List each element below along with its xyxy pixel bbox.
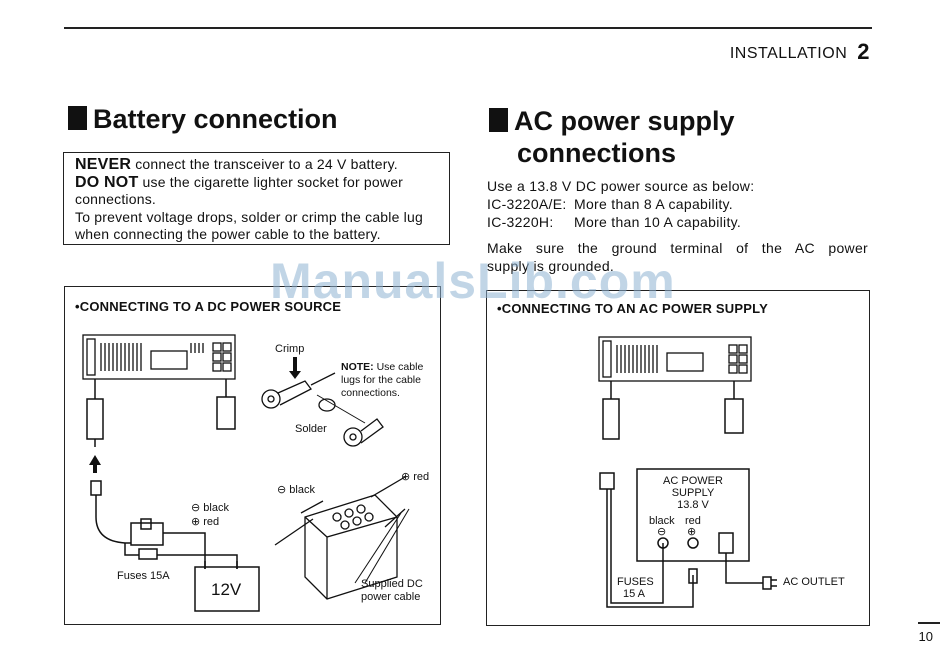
psu-line3: 13.8 V — [677, 499, 709, 511]
ground-line1: Make sure the ground terminal of the AC … — [487, 240, 868, 256]
dc-connection-diagram: 12V Fuses 15A ⊖ black ⊕ red Crimp Solder… — [82, 334, 429, 612]
note-line3: connections. — [341, 387, 400, 399]
fuses-label: Fuses 15A — [117, 570, 170, 582]
section-title: INSTALLATION — [729, 45, 848, 62]
ac-outlet-label: AC OUTLET — [783, 576, 845, 588]
chapter-number: 2 — [857, 39, 870, 64]
heading-square-icon — [68, 106, 87, 130]
neg-black-label-2: ⊖ black — [277, 484, 315, 496]
supplied-label-2: power cable — [361, 591, 420, 603]
watermark: ManualsLib.com — [270, 253, 676, 309]
ac-power-cable — [599, 381, 777, 608]
heading-square-icon — [489, 108, 508, 132]
fuses-label-1: FUSES — [617, 576, 654, 588]
note-line2: lugs for the cable — [341, 374, 421, 386]
warning-donot: DO NOT use the cigarette lighter socket … — [75, 173, 404, 208]
ac-panel: •CONNECTING TO AN AC POWER SUPPLY — [486, 290, 870, 626]
warning-prevent: To prevent voltage drops, solder or crim… — [75, 208, 423, 243]
psu-minus-label: ⊖ — [657, 526, 666, 538]
page-number: 10 — [918, 629, 933, 644]
model-a-req: More than 8 A capability. — [574, 196, 733, 212]
neg-black-label-1: ⊖ black — [191, 502, 229, 514]
psu-line2: SUPPLY — [672, 487, 715, 499]
crimp-label: Crimp — [275, 343, 304, 355]
psu-red-label: red — [685, 515, 701, 527]
ac-intro: Use a 13.8 V DC power source as below: — [487, 178, 755, 194]
up-arrow-icon — [89, 455, 101, 473]
crimp-arrow-icon — [289, 357, 301, 379]
note-line1: NOTE: Use cable — [341, 361, 423, 373]
battery-voltage-label: 12V — [211, 580, 242, 599]
transceiver-icon — [82, 334, 236, 380]
battery-heading-text: Battery connection — [93, 104, 338, 134]
pos-red-label-1: ⊕ red — [191, 516, 219, 528]
ac-heading-line1: AC power supply — [514, 106, 735, 136]
supplied-label-1: Supplied DC — [361, 578, 423, 590]
model-h-req: More than 10 A capability. — [574, 214, 742, 230]
transceiver-icon — [598, 336, 752, 382]
left-power-cable — [86, 379, 236, 447]
dc-panel-title: •CONNECTING TO A DC POWER SOURCE — [75, 299, 342, 314]
dc-panel: •CONNECTING TO A DC POWER SOURCE — [64, 286, 441, 625]
ac-heading-line2: connections — [517, 138, 677, 168]
warning-box: NEVER connect the transceiver to a 24 V … — [63, 152, 450, 245]
psu-black-label: black — [649, 515, 675, 527]
car-battery-icon — [274, 476, 410, 600]
solder-label: Solder — [295, 423, 327, 435]
fuses-label-2: 15 A — [623, 588, 646, 600]
ac-panel-title: •CONNECTING TO AN AC POWER SUPPLY — [497, 301, 768, 316]
ground-line2: supply is grounded. — [487, 258, 615, 274]
model-a-name: IC-3220A/E: — [487, 196, 567, 212]
cable-lug-icon — [261, 372, 384, 447]
warning-never: NEVER connect the transceiver to a 24 V … — [75, 156, 398, 173]
ac-heading: AC power supply — [489, 105, 735, 137]
ac-connection-diagram: AC POWER SUPPLY 13.8 V black red ⊖ ⊕ FUS… — [598, 336, 845, 608]
pos-red-label-2: ⊕ red — [401, 471, 429, 483]
top-rule — [64, 27, 872, 29]
battery-heading: Battery connection — [68, 103, 338, 135]
fuse-cable-icon — [90, 480, 260, 612]
psu-plus-label: ⊕ — [687, 526, 696, 538]
model-h-name: IC-3220H: — [487, 214, 554, 230]
page-header: INSTALLATION 2 — [730, 39, 870, 65]
page-number-rule — [918, 622, 940, 624]
psu-line1: AC POWER — [663, 475, 723, 487]
